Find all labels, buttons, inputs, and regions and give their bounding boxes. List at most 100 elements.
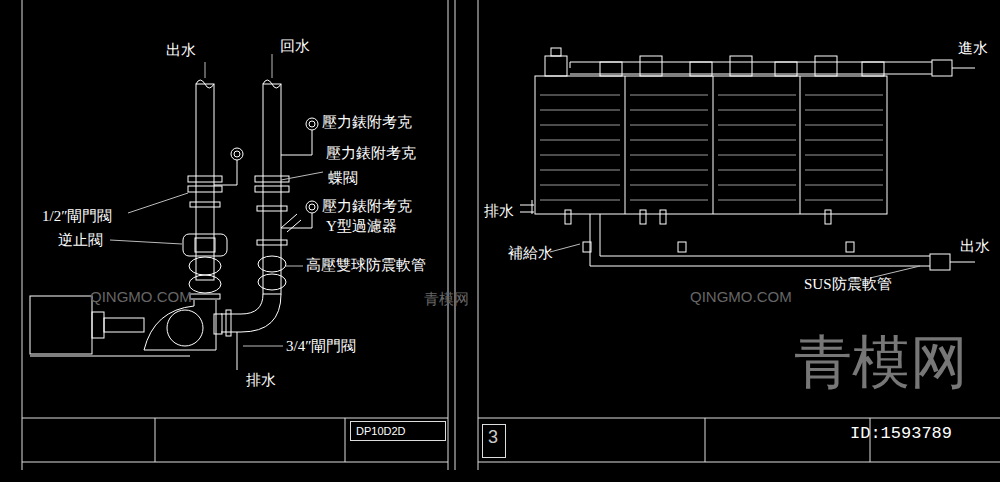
watermark: 青模网 [794, 330, 968, 397]
drawing-rect [257, 206, 287, 211]
drawing-line [478, 462, 1000, 463]
part-label: 逆止閥 [58, 232, 103, 249]
drawing-rect [195, 238, 215, 252]
pipe-label: 排水 [484, 203, 514, 220]
title-cell: 3 [482, 424, 506, 458]
drawing-path [263, 80, 281, 88]
drawing-rect [190, 202, 220, 207]
drawing-line [448, 0, 449, 470]
drawing-circle [306, 201, 318, 213]
drawing-path [630, 95, 708, 200]
drawing-rect [535, 76, 887, 214]
drawing-rect [263, 84, 281, 294]
drawing-path [221, 294, 281, 332]
drawing-rect [188, 186, 222, 192]
cell-text: 3 [488, 428, 500, 448]
part-label: 壓力錶附考克 [326, 145, 416, 162]
drawing-ellipse [189, 257, 221, 275]
drawing-rect [932, 60, 952, 76]
drawing-path [281, 214, 301, 232]
drawing-rect [551, 48, 561, 56]
drawing-line [237, 332, 238, 370]
pipe-label: 排水 [246, 372, 276, 389]
drawing-circle [309, 121, 315, 127]
drawing-path [540, 95, 620, 200]
drawing-line [22, 462, 448, 463]
drawing-rect [930, 254, 950, 270]
drawing-g [565, 210, 854, 252]
drawing-path [590, 214, 930, 266]
drawing-rect [825, 210, 831, 224]
drawing-rect [190, 294, 220, 299]
drawing-line [478, 418, 1000, 419]
drawing-rect [226, 310, 231, 336]
watermark: QINGMO.COM [90, 288, 192, 305]
drawing-g [550, 244, 920, 278]
drawing-path [520, 200, 534, 214]
drawing-line [950, 262, 975, 263]
watermark: QINGMO.COM [690, 288, 792, 305]
drawing-rect [846, 242, 854, 252]
drawing-rect [92, 312, 104, 338]
drawing-rect [565, 210, 571, 224]
watermark-id: ID:1593789 [850, 424, 952, 444]
drawing-rect [640, 56, 662, 76]
drawing-path [214, 130, 312, 228]
pipe-label: 進水 [958, 40, 988, 57]
part-label: 高壓雙球防震軟管 [306, 257, 426, 274]
drawing-path [128, 193, 188, 213]
drawing-path [570, 62, 932, 74]
drawing-rect [183, 234, 227, 256]
drawing-rect [583, 242, 591, 252]
drawing-path [286, 266, 303, 267]
drawing-line [22, 418, 448, 419]
drawing-rect [730, 56, 752, 76]
part-label: 1/2″閘門閥 [42, 208, 112, 225]
drawing-line [625, 76, 626, 214]
drawing-circle [167, 310, 203, 346]
drawing-circle [309, 204, 315, 210]
drawing-rect [255, 186, 289, 192]
drawing-path [110, 240, 182, 244]
drawing-rect [545, 56, 567, 76]
part-label: SUS防震軟管 [804, 276, 892, 293]
drawing-circle [306, 118, 318, 130]
drawing-path [196, 80, 214, 88]
drawing-ellipse [258, 256, 286, 272]
drawing-path [805, 95, 883, 200]
part-label: 壓力錶附考克 [322, 114, 412, 131]
drawing-line [800, 76, 801, 214]
drawing-line [478, 0, 479, 470]
drawing-line [155, 418, 156, 462]
drawing-path [272, 54, 273, 78]
drawing-ellipse [189, 275, 221, 293]
drawing-rect [815, 56, 837, 76]
drawing-rect [104, 318, 144, 332]
part-label: 蝶閥 [328, 170, 358, 187]
drawing-line [22, 0, 23, 470]
drawing-rect [257, 240, 287, 245]
cell-text: DP10D2D [356, 425, 440, 437]
drawing-ellipse [258, 274, 286, 290]
drawing-rect [660, 210, 666, 224]
drawing-rect [188, 176, 222, 182]
drawing-path [718, 95, 796, 200]
drawing-line [952, 68, 975, 69]
drawing-circle [231, 148, 243, 160]
pipe-label: 補給水 [508, 245, 553, 262]
drawing-rect [678, 242, 686, 252]
drawing-line [713, 76, 714, 214]
part-label: 3/4″閘門閥 [286, 338, 356, 355]
drawing-line [705, 418, 706, 462]
part-label: 壓力錶附考克 [322, 198, 412, 215]
drawing-path [550, 244, 580, 252]
drawing-rect [640, 210, 646, 224]
pipe-label: 出水 [166, 42, 196, 59]
drawing-path [281, 172, 323, 180]
drawing-path [243, 346, 283, 347]
drawing-rect [30, 296, 92, 354]
drawing-rect [214, 314, 222, 334]
part-label: Y型過濾器 [326, 218, 397, 235]
drawing-line [455, 0, 456, 470]
